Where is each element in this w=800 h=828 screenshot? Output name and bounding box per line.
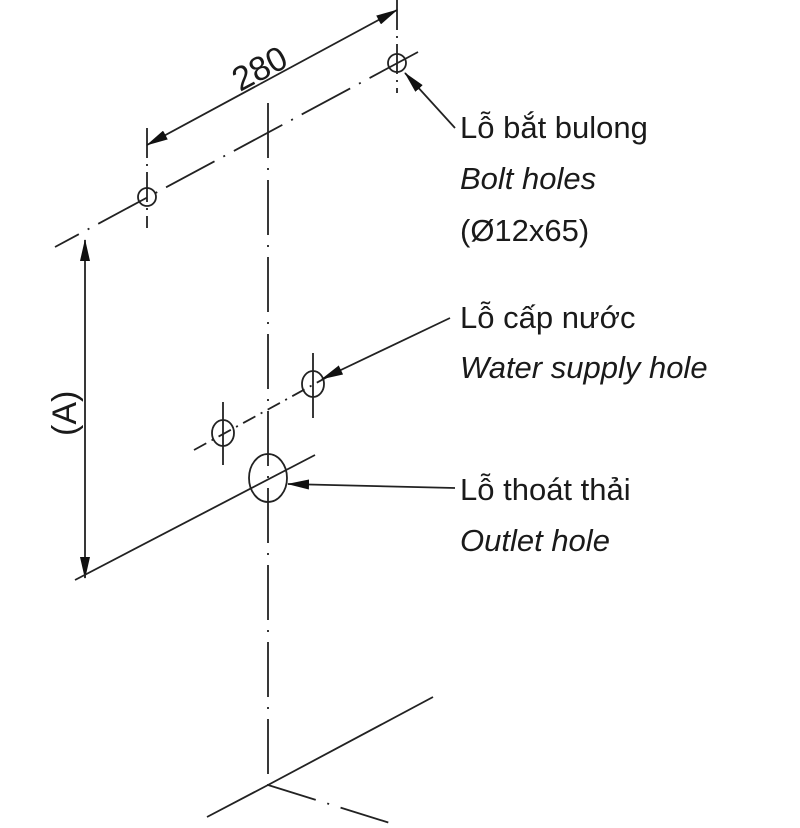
bolt-hole-right — [387, 53, 407, 73]
water-supply-label-vi: Lỗ cấp nước — [460, 300, 636, 335]
water-supply-hole-left — [211, 402, 235, 465]
dimension-280-label: 280 — [226, 39, 294, 99]
floor-axis-hidden — [267, 784, 391, 824]
water-supply-hole-right — [301, 353, 325, 418]
bolt-holes-label-vi: Lỗ bắt bulong — [460, 110, 648, 145]
bolt-hole-centerline — [54, 51, 419, 248]
bolt-holes-spec: (Ø12x65) — [460, 213, 590, 248]
outlet-reference-line — [74, 454, 316, 581]
dimension-280-line-right — [259, 9, 398, 85]
floor-axis-right — [267, 696, 434, 786]
water-supply-label-en: Water supply hole — [460, 350, 708, 385]
outlet-label-vi: Lỗ thoát thải — [460, 472, 631, 507]
bolt-holes-label-en: Bolt holes — [460, 161, 597, 196]
bolt-hole-leader — [404, 72, 456, 129]
outlet-label-en: Outlet hole — [460, 523, 610, 558]
bolt-hole-left — [137, 187, 157, 207]
dimension-280-line — [146, 83, 261, 146]
water-supply-leader — [321, 317, 451, 380]
floor-axis-left — [206, 784, 269, 818]
outlet-leader — [287, 479, 456, 490]
water-supply-centerline — [193, 369, 341, 451]
outlet-hole — [248, 453, 288, 503]
dimension-a-label: (A) — [46, 391, 84, 436]
